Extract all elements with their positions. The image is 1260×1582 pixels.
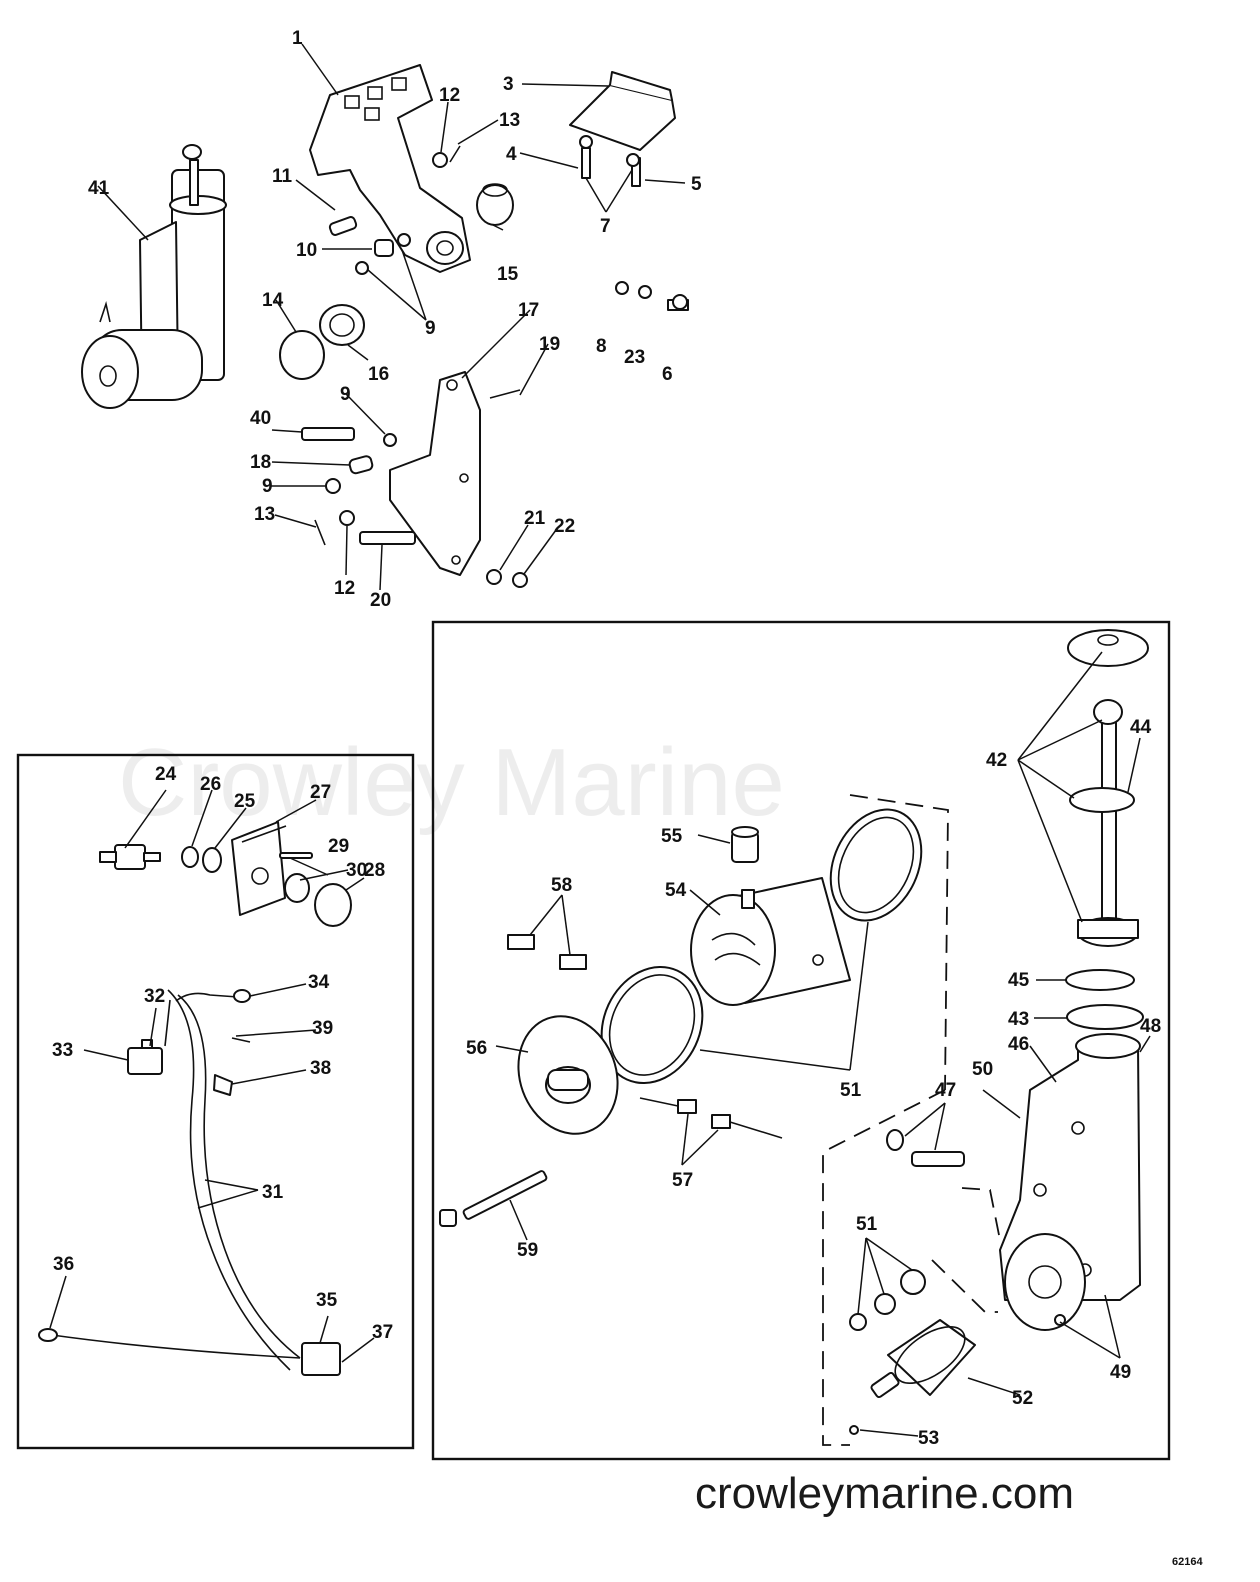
label-23: 23 xyxy=(624,347,645,368)
label-34: 34 xyxy=(308,972,330,993)
label-11: 11 xyxy=(272,166,293,187)
label-43: 43 xyxy=(1008,1009,1029,1030)
switch-and-harness xyxy=(38,821,352,1376)
label-3: 3 xyxy=(503,74,514,95)
label-24: 24 xyxy=(155,764,177,785)
label-42: 42 xyxy=(986,750,1007,771)
motor-kit-box xyxy=(431,620,1171,1461)
label-59: 59 xyxy=(517,1240,538,1261)
drawing-code: 62164 xyxy=(1172,1556,1203,1568)
label-30: 30 xyxy=(346,860,367,881)
top-hardware xyxy=(279,135,689,380)
left-box-leader-lines xyxy=(49,789,375,1363)
label-32: 32 xyxy=(144,986,165,1007)
label-9-low: 9 xyxy=(262,476,273,497)
label-33: 33 xyxy=(52,1040,73,1061)
label-41: 41 xyxy=(88,178,110,199)
right-box-leader-lines xyxy=(495,651,1151,1437)
part-41-motor-unit xyxy=(81,144,227,409)
label-12-low: 12 xyxy=(334,578,355,599)
part-3-angle-plate xyxy=(569,71,676,151)
label-36: 36 xyxy=(53,1254,74,1275)
label-40: 40 xyxy=(250,408,271,429)
label-6: 6 xyxy=(662,364,673,385)
label-28: 28 xyxy=(364,860,385,881)
label-26: 26 xyxy=(200,774,221,795)
label-7: 7 xyxy=(600,216,611,237)
part-1-bracket xyxy=(309,64,471,273)
label-49: 49 xyxy=(1110,1362,1131,1383)
label-46: 46 xyxy=(1008,1034,1029,1055)
label-14: 14 xyxy=(262,290,284,311)
label-58: 58 xyxy=(551,875,572,896)
label-39: 39 xyxy=(312,1018,333,1039)
label-9-top: 9 xyxy=(425,318,436,339)
label-57: 57 xyxy=(672,1170,693,1191)
harness-kit-box xyxy=(16,753,415,1450)
label-38: 38 xyxy=(310,1058,331,1079)
label-47: 47 xyxy=(935,1080,956,1101)
label-51-a: 51 xyxy=(840,1080,862,1101)
label-18: 18 xyxy=(250,452,271,473)
top-leader-lines xyxy=(97,43,686,591)
label-27: 27 xyxy=(310,782,331,803)
lower-hardware xyxy=(301,389,528,588)
label-29: 29 xyxy=(328,836,349,857)
label-35: 35 xyxy=(316,1290,338,1311)
label-37: 37 xyxy=(372,1322,393,1343)
label-51-b: 51 xyxy=(856,1214,878,1235)
watermark: Crowley Marine xyxy=(118,729,785,836)
label-22: 22 xyxy=(554,516,575,537)
label-15: 15 xyxy=(497,264,519,285)
label-5: 5 xyxy=(691,174,702,195)
label-50: 50 xyxy=(972,1059,993,1080)
label-44: 44 xyxy=(1130,717,1152,738)
part-labels: 1 3 4 5 6 7 8 9 9 9 10 11 12 12 13 13 14… xyxy=(52,28,1161,1449)
label-31: 31 xyxy=(262,1182,284,1203)
label-4: 4 xyxy=(506,144,517,165)
label-17: 17 xyxy=(518,300,539,321)
label-55: 55 xyxy=(661,826,683,847)
label-45: 45 xyxy=(1008,970,1030,991)
label-48: 48 xyxy=(1140,1016,1161,1037)
label-19: 19 xyxy=(539,334,560,355)
part-17-arm-plate xyxy=(389,371,481,576)
label-54: 54 xyxy=(665,880,687,901)
label-12-top: 12 xyxy=(439,85,460,106)
label-13-top: 13 xyxy=(499,110,520,131)
motor-components xyxy=(439,629,1149,1446)
label-25: 25 xyxy=(234,791,256,812)
label-13-low: 13 xyxy=(254,504,275,525)
label-53: 53 xyxy=(918,1428,939,1449)
label-21: 21 xyxy=(524,508,546,529)
label-16: 16 xyxy=(368,364,389,385)
label-20: 20 xyxy=(370,590,391,611)
label-8: 8 xyxy=(596,336,607,357)
label-9-mid: 9 xyxy=(340,384,351,405)
label-1: 1 xyxy=(292,28,303,49)
label-56: 56 xyxy=(466,1038,487,1059)
label-52: 52 xyxy=(1012,1388,1033,1409)
label-10: 10 xyxy=(296,240,317,261)
website-text: crowleymarine.com xyxy=(695,1469,1074,1518)
